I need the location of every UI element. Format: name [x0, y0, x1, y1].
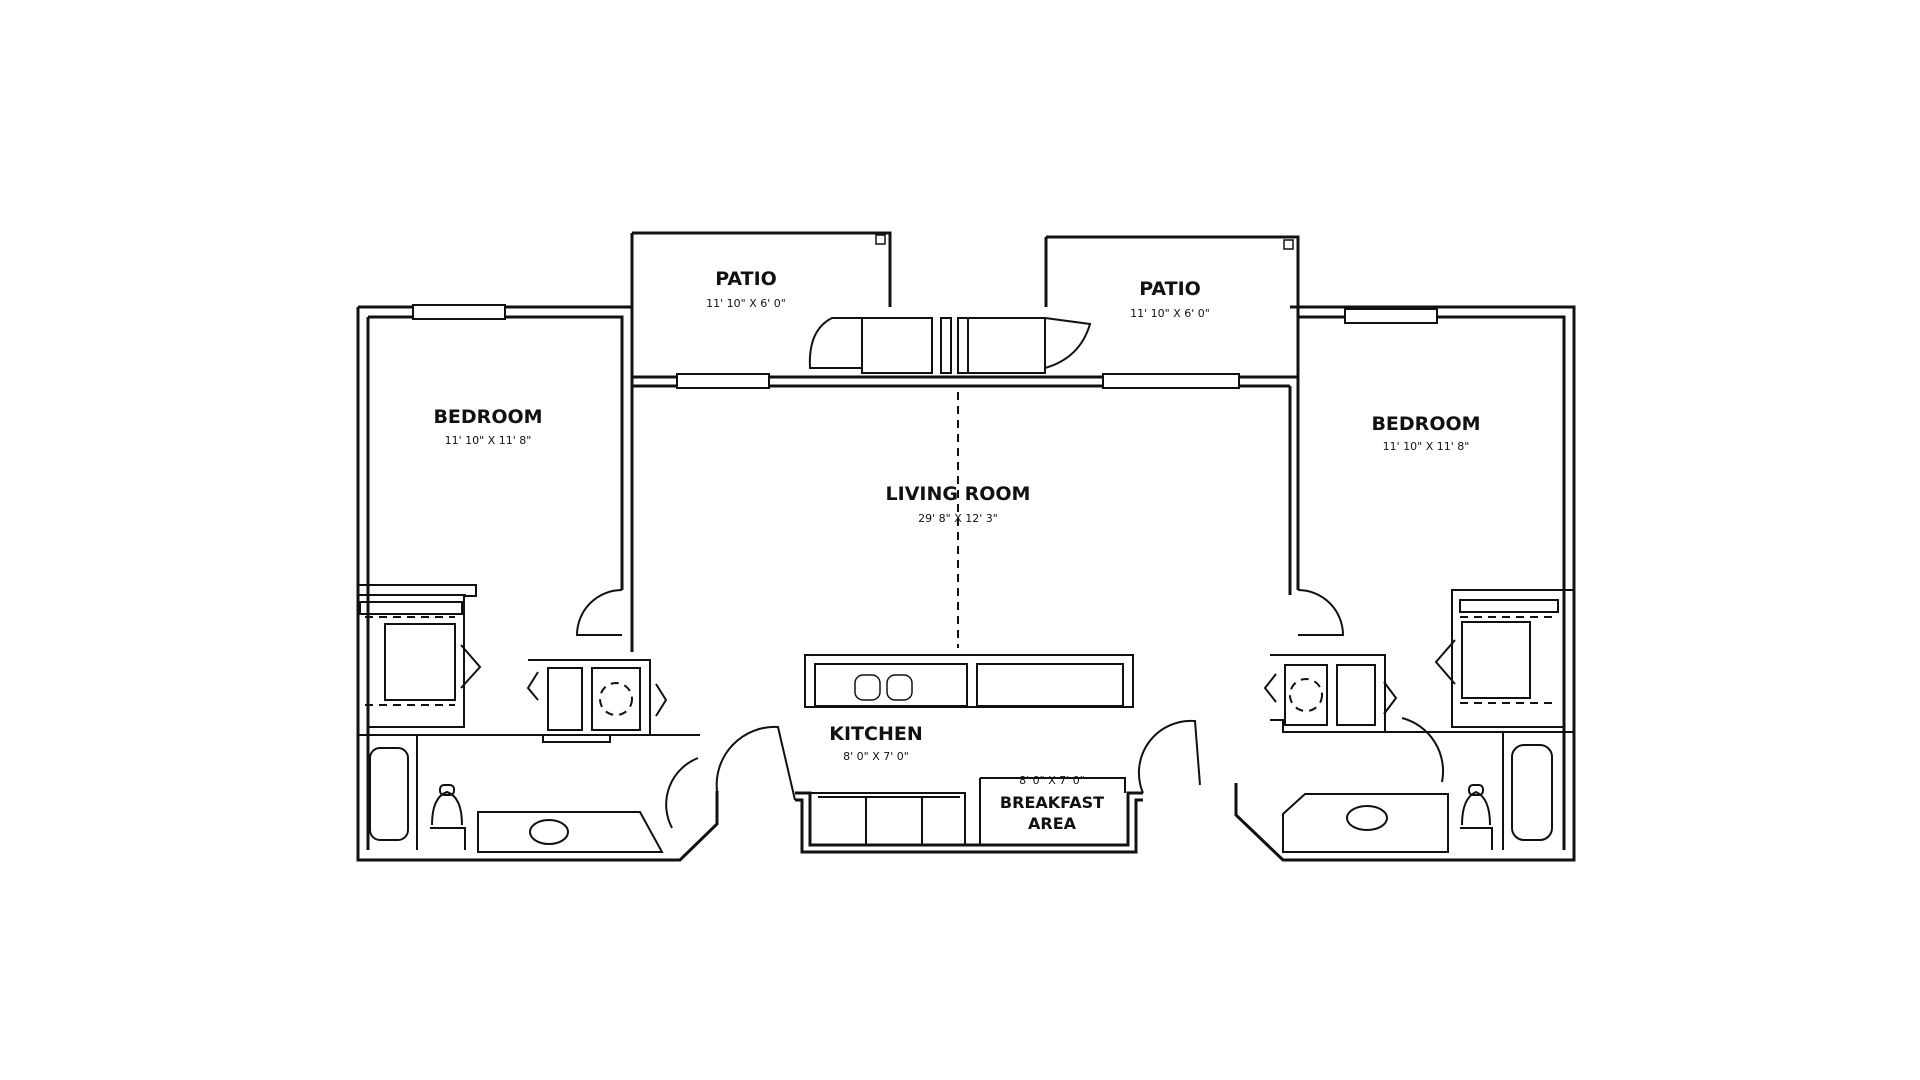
main-walls [356, 231, 1576, 862]
breakfast-label-line1: BREAKFAST [1000, 793, 1104, 812]
left-closet [358, 584, 482, 728]
right-laundry [1263, 654, 1398, 733]
left-bathroom [358, 734, 700, 853]
labels: PATIO 11' 10" X 6' 0" PATIO 11' 10" X 6'… [433, 268, 1480, 833]
kitchen-cabinets [810, 777, 1126, 845]
bedroom-left-dims: 11' 10" X 11' 8" [445, 434, 532, 447]
door-swings [575, 589, 1445, 829]
windows [412, 304, 1438, 389]
patio-doors [808, 317, 1092, 374]
window-living-right [1102, 373, 1240, 389]
bedroom-right-label: BEDROOM [1371, 413, 1480, 435]
patio-post-right [1283, 239, 1294, 250]
bedroom-left-label: BEDROOM [433, 406, 542, 428]
patio-right-label: PATIO [1139, 278, 1201, 300]
right-bathroom [1282, 731, 1574, 853]
breakfast-dims: 8' 0" X 7' 0" [1019, 774, 1085, 787]
window-living-left [676, 373, 770, 389]
breakfast-label-line2: AREA [1028, 814, 1077, 833]
patio-left-dims: 11' 10" X 6' 0" [706, 297, 786, 310]
kitchen-dims: 8' 0" X 7' 0" [843, 750, 909, 763]
living-room-dims: 29' 8" X 12' 3" [918, 512, 998, 525]
window-bedroom-left [412, 304, 506, 320]
left-laundry [526, 659, 668, 743]
living-room-label: LIVING ROOM [886, 483, 1031, 505]
right-closet [1434, 589, 1574, 728]
patio-post-left [875, 234, 886, 245]
patio-left-label: PATIO [715, 268, 777, 290]
kitchen-island [804, 654, 1134, 708]
window-bedroom-right [1344, 308, 1438, 324]
kitchen-label: KITCHEN [829, 723, 922, 745]
patio-right-dims: 11' 10" X 6' 0" [1130, 307, 1210, 320]
bedroom-right-dims: 11' 10" X 11' 8" [1383, 440, 1470, 453]
